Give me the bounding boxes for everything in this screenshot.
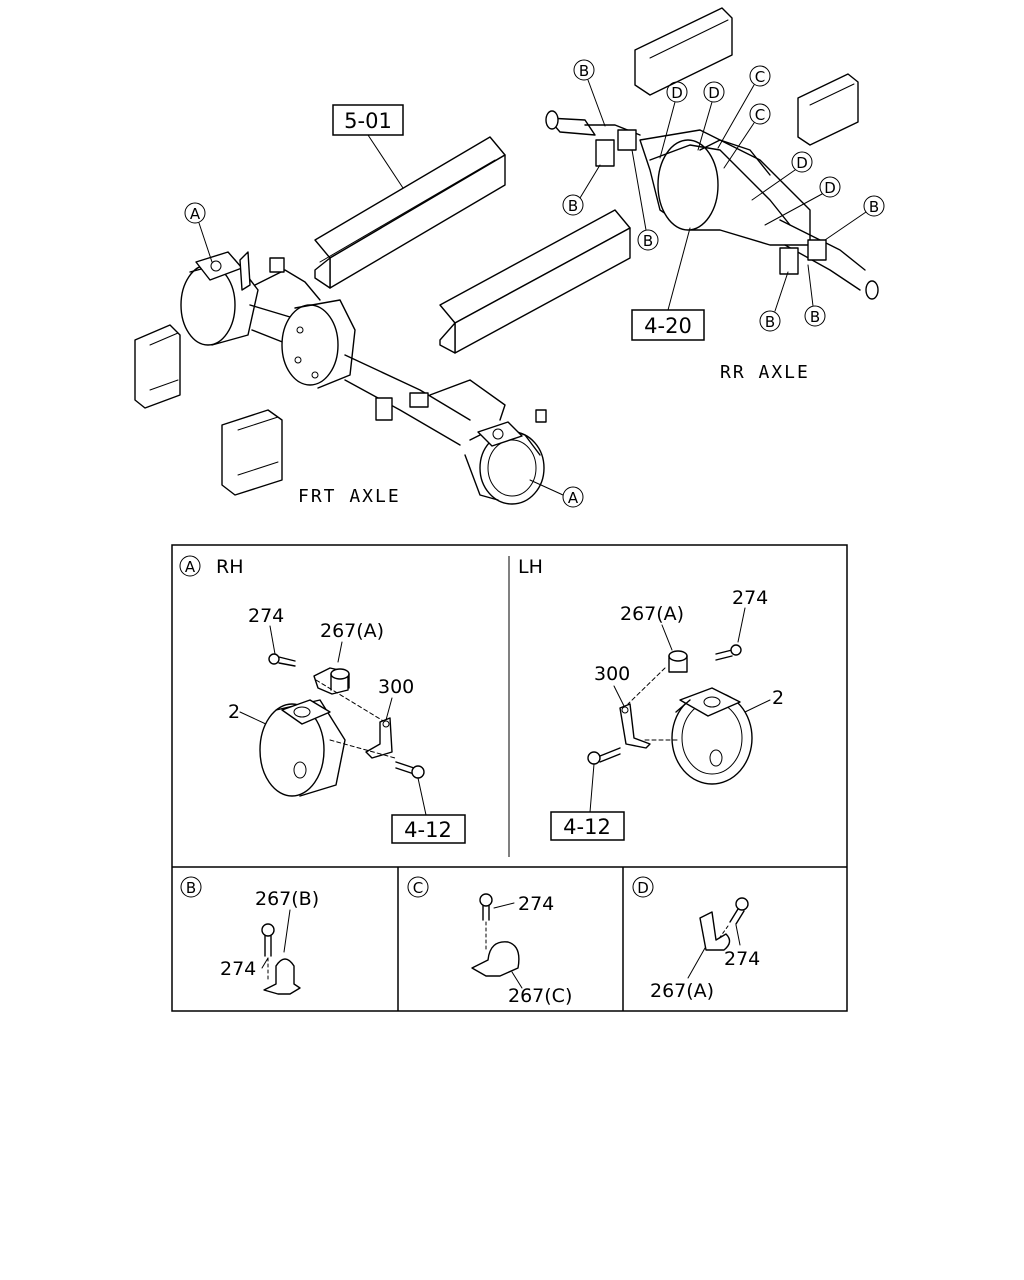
- detail-b: B 267(B) 274: [180, 876, 319, 995]
- frame-rail-upper: [314, 136, 506, 289]
- svg-text:B: B: [643, 232, 653, 250]
- callout-b-5: B: [759, 271, 789, 332]
- detail-frame: [171, 544, 848, 1012]
- detail-c-marker: C: [413, 879, 423, 897]
- b-label-274: 274: [220, 958, 256, 980]
- callout-d-3: D: [751, 151, 813, 201]
- front-axle: [180, 251, 547, 505]
- svg-text:B: B: [765, 313, 775, 331]
- lh-ref-4-12: 4-12: [563, 815, 611, 839]
- rh-label-300: 300: [378, 676, 414, 698]
- svg-text:B: B: [568, 197, 578, 215]
- svg-text:4-20: 4-20: [644, 314, 692, 338]
- svg-text:5-01: 5-01: [344, 109, 392, 133]
- ref-box-5-01: 5-01: [332, 104, 404, 189]
- callout-d-2: D: [697, 81, 725, 151]
- lh-label-2: 2: [772, 687, 784, 709]
- b-label-267b: 267(B): [255, 888, 319, 910]
- c-label-267c: 267(C): [508, 985, 572, 1007]
- frame-stub-top-right: [634, 7, 733, 96]
- svg-text:A: A: [190, 205, 201, 223]
- d-label-274: 274: [724, 948, 760, 970]
- svg-text:B: B: [579, 62, 589, 80]
- callout-b-4: B: [824, 195, 885, 241]
- detail-c: C 274 267(C): [407, 876, 572, 1007]
- callout-a-front-left: A: [184, 202, 213, 263]
- lh-label-300: 300: [594, 663, 630, 685]
- callout-b-6: B: [804, 264, 826, 327]
- detail-d: D 274 267(A): [632, 876, 760, 1002]
- svg-text:D: D: [708, 84, 720, 102]
- d-label-267a: 267(A): [650, 980, 714, 1002]
- rh-ref-4-12: 4-12: [404, 818, 452, 842]
- callout-c-2: C: [723, 103, 771, 169]
- rh-title: RH: [216, 556, 244, 578]
- ref-box-4-20: 4-20: [631, 227, 705, 341]
- lh-title: LH: [518, 556, 543, 578]
- callout-b-1: B: [573, 59, 606, 127]
- c-label-274: 274: [518, 893, 554, 915]
- detail-b-marker: B: [186, 879, 196, 897]
- callout-b-2: B: [562, 164, 601, 216]
- callout-a-front-right: A: [529, 479, 584, 508]
- frame-stub-left: [134, 324, 181, 409]
- callout-d-4: D: [764, 176, 841, 226]
- callout-d-1: D: [659, 81, 688, 159]
- rh-label-267a: 267(A): [320, 620, 384, 642]
- detail-d-marker: D: [637, 879, 649, 897]
- frt-axle-label: FRT AXLE: [298, 486, 401, 507]
- svg-text:D: D: [796, 154, 808, 172]
- lh-label-274: 274: [732, 587, 768, 609]
- svg-text:D: D: [824, 179, 836, 197]
- frame-rail-middle: [439, 209, 631, 354]
- rear-axle: [545, 110, 879, 300]
- rr-axle-label: RR AXLE: [720, 362, 810, 383]
- callout-b-3: B: [631, 149, 659, 251]
- rh-label-274: 274: [248, 605, 284, 627]
- svg-text:C: C: [755, 68, 765, 86]
- frame-stub-right: [797, 73, 859, 146]
- svg-text:A: A: [568, 489, 579, 507]
- svg-text:B: B: [810, 308, 820, 326]
- svg-text:B: B: [869, 198, 879, 216]
- frame-stub-lower: [221, 409, 283, 496]
- svg-text:D: D: [671, 84, 683, 102]
- callout-c-1: C: [717, 65, 771, 149]
- detail-a-lh: LH 267(A) 274 300 2 4-12: [518, 556, 784, 841]
- detail-a-rh: A RH 274 267(A) 300 2 4-12: [179, 555, 466, 844]
- svg-text:C: C: [755, 106, 765, 124]
- detail-a-marker: A: [185, 558, 196, 576]
- rh-label-2: 2: [228, 701, 240, 723]
- lh-label-267a: 267(A): [620, 603, 684, 625]
